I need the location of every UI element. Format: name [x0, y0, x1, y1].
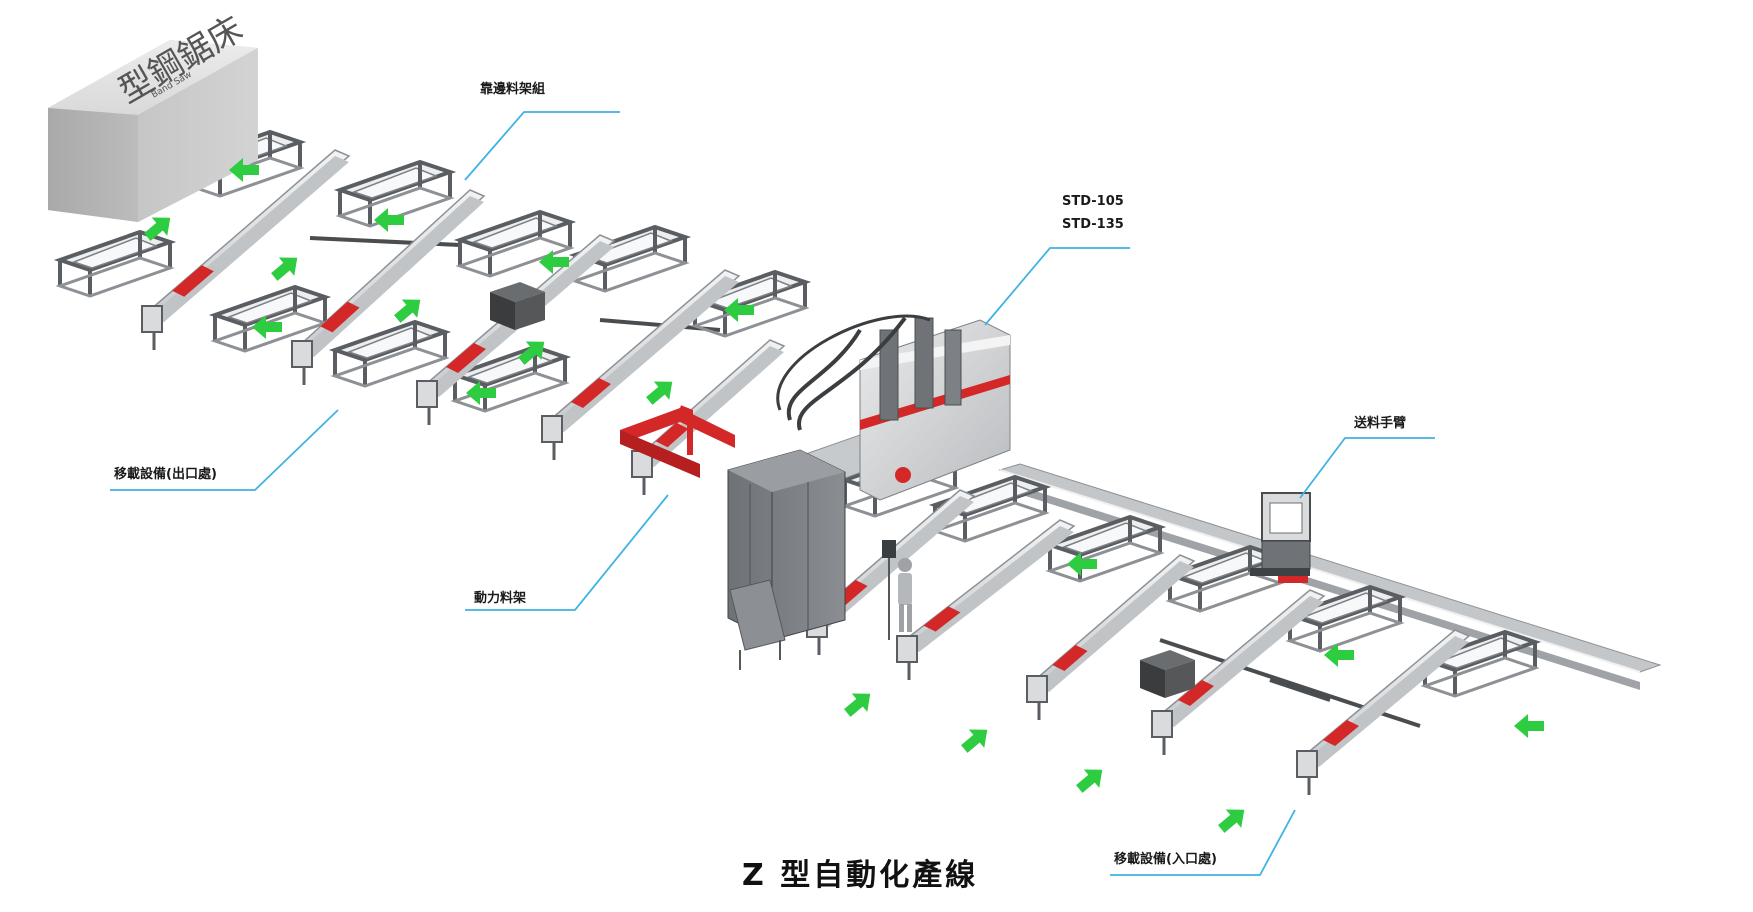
rack-frame: [1043, 514, 1167, 583]
power-rack-red-frame: [620, 405, 735, 478]
transfer-rail: [291, 189, 486, 385]
flow-arrow: [539, 250, 569, 274]
flow-arrow: [394, 299, 421, 323]
leader-line: [1299, 437, 1435, 499]
leader-line: [110, 409, 339, 491]
rack-frame: [448, 344, 572, 413]
diagram-title: Z 型自動化產線: [742, 858, 979, 893]
leader-line: [465, 494, 669, 611]
flow-arrow: [271, 257, 298, 281]
flow-arrow: [1324, 643, 1354, 667]
flow-arrow: [1067, 552, 1097, 576]
flow-arrow: [374, 208, 404, 232]
flow-arrow: [1514, 714, 1544, 738]
flow-arrow: [252, 315, 282, 339]
leader-line: [464, 111, 620, 181]
flow-arrow: [1076, 769, 1103, 793]
flow-arrow: [724, 298, 754, 322]
transfer-rail: [1026, 554, 1196, 720]
hydraulic-units: [490, 282, 1195, 698]
label-model-2: STD-135: [1062, 217, 1124, 232]
flow-arrow: [961, 729, 988, 753]
feed-arm: [1250, 492, 1311, 583]
rack-frame: [53, 229, 177, 298]
rack-frame: [208, 284, 332, 353]
transfer-rail: [631, 339, 786, 495]
transfer-rails: [141, 149, 1471, 795]
transfer-rail: [141, 149, 351, 350]
leader-line: [984, 247, 1130, 326]
label-power-rack: 動力料架: [474, 591, 527, 606]
transfer-rail: [1151, 589, 1326, 755]
drilling-machine: [727, 314, 1011, 670]
transfer-rail: [896, 519, 1076, 680]
band-saw-box: [48, 40, 258, 222]
transfer-rail: [541, 269, 741, 460]
flow-arrow: [1218, 809, 1245, 833]
label-side-rack: 靠邊料架組: [480, 82, 546, 97]
flow-arrow: [144, 217, 171, 241]
flow-arrows: [144, 158, 1544, 833]
flow-arrow: [229, 158, 259, 182]
rack-frame: [453, 209, 577, 278]
rack-frame: [328, 319, 452, 388]
leader-lines: [110, 111, 1435, 876]
label-model-1: STD-105: [1062, 194, 1124, 209]
flow-arrow: [518, 341, 545, 365]
rack-frame: [333, 159, 457, 228]
transfer-rail: [1296, 629, 1471, 795]
label-transfer-in: 移載設備(入口處): [1114, 852, 1217, 867]
label-feed-arm: 送料手臂: [1354, 416, 1407, 431]
flow-arrow: [844, 693, 871, 717]
flow-arrow: [646, 381, 673, 405]
label-transfer-out: 移載設備(出口處): [114, 467, 217, 482]
flow-arrow: [466, 381, 496, 405]
leader-line: [1110, 809, 1296, 876]
